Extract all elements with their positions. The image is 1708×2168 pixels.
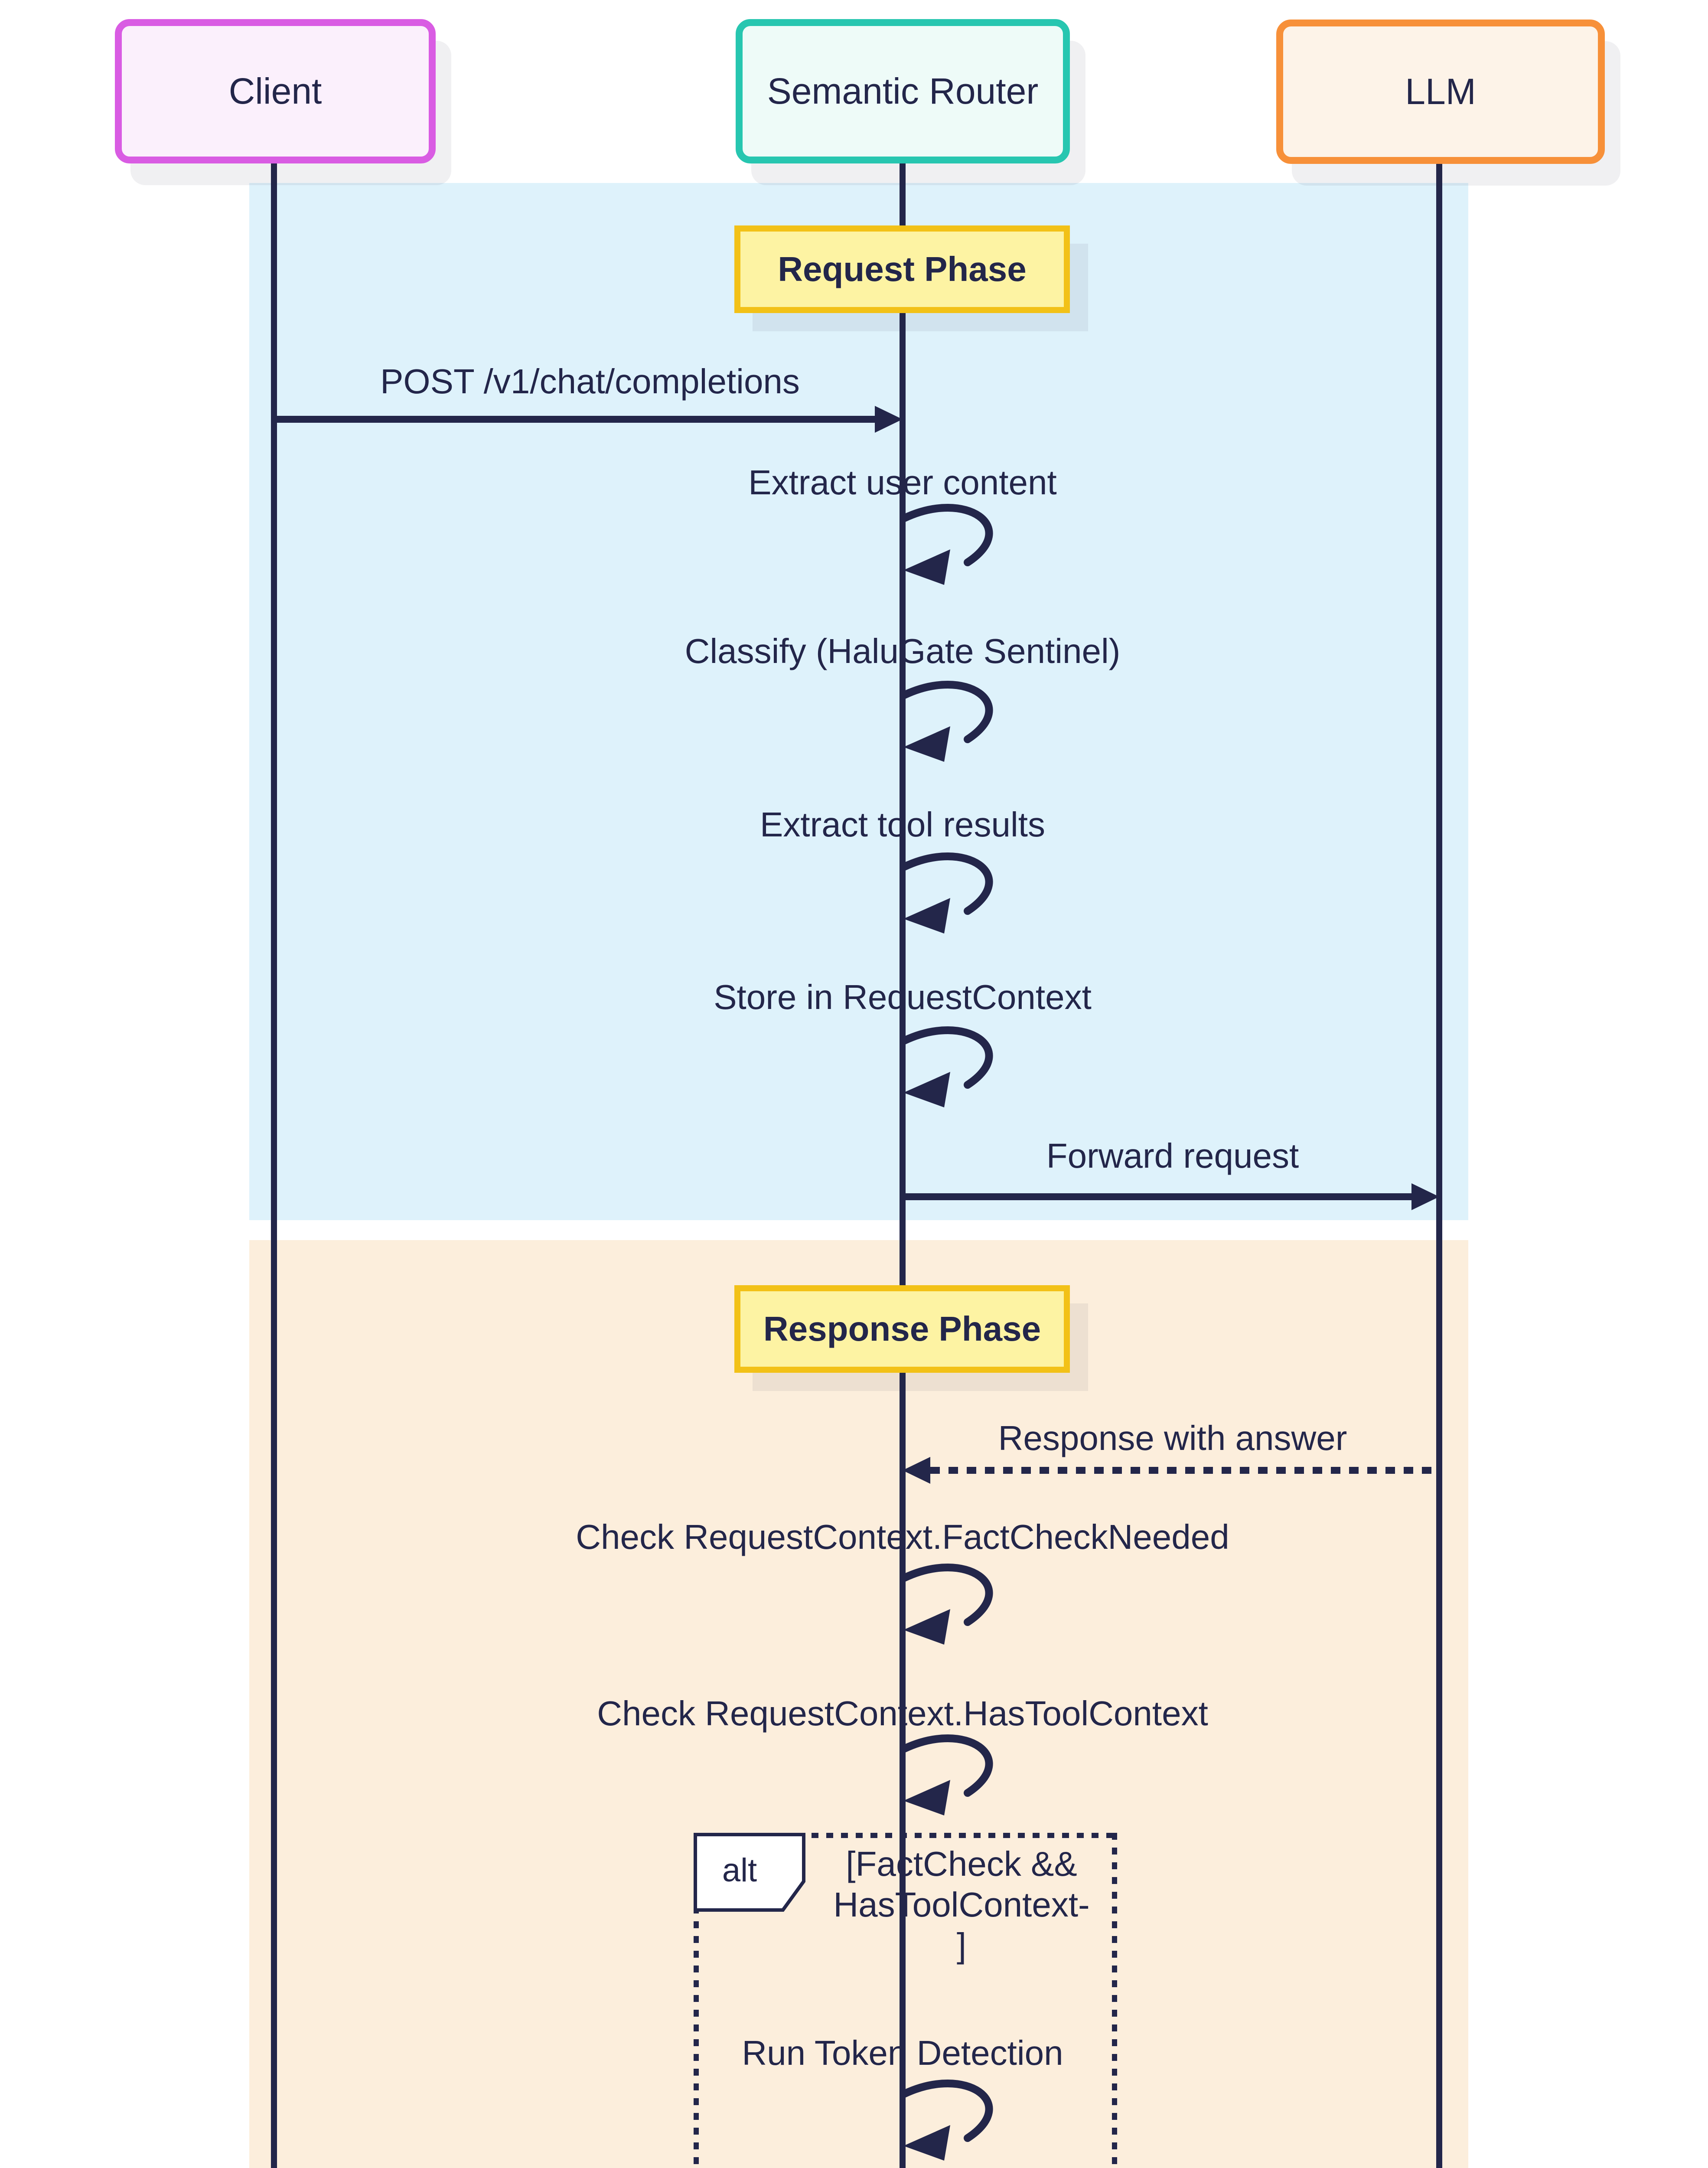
alt-frame-right xyxy=(1112,1833,1117,2168)
self-loop-icon xyxy=(902,678,1023,764)
actor-llm-top: LLM xyxy=(1276,20,1605,164)
message-store-context: Store in RequestContext xyxy=(714,978,1092,1016)
forward-arrowhead-icon xyxy=(1411,1183,1439,1210)
actor-llm-label: LLM xyxy=(1405,71,1476,112)
self-loop-icon xyxy=(902,2077,1023,2163)
forward-arrow-line xyxy=(903,1193,1411,1200)
self-loop-icon xyxy=(902,1561,1023,1647)
message-classify: Classify (HaluGate Sentinel) xyxy=(685,632,1121,670)
router-lifeline xyxy=(900,163,906,2168)
request-phase-note: Request Phase xyxy=(734,225,1070,313)
alt-frame-left xyxy=(694,1833,699,2168)
request-phase-band xyxy=(249,183,1468,1220)
self-loop-icon xyxy=(902,849,1023,936)
alt-label-shape xyxy=(694,1833,805,1912)
response-answer-arrowhead-icon xyxy=(903,1457,930,1484)
client-lifeline xyxy=(271,163,277,2168)
actor-client-label: Client xyxy=(228,71,322,111)
message-extract-tool: Extract tool results xyxy=(759,805,1046,844)
response-phase-note: Response Phase xyxy=(734,1285,1070,1373)
actor-router-label: Semantic Router xyxy=(767,71,1039,111)
self-loop-icon xyxy=(902,501,1023,588)
message-run-token: Run Token Detection xyxy=(742,2034,1063,2072)
message-check-toolcontext: Check RequestContext.HasToolContext xyxy=(597,1694,1208,1733)
actor-router-top: Semantic Router xyxy=(736,19,1070,163)
message-extract-user: Extract user content xyxy=(748,463,1057,502)
alt-label: alt xyxy=(722,1851,757,1889)
message-check-factcheck: Check RequestContext.FactCheckNeeded xyxy=(576,1518,1229,1556)
self-loop-icon xyxy=(902,1023,1023,1110)
message-response-answer: Response with answer xyxy=(998,1419,1347,1457)
message-post: POST /v1/chat/completions xyxy=(380,362,800,401)
actor-client-top: Client xyxy=(115,19,436,163)
response-phase-band xyxy=(249,1240,1468,2168)
post-arrowhead-icon xyxy=(875,406,903,433)
message-forward: Forward request xyxy=(1046,1136,1299,1175)
alt-condition-if: [FactCheck && HasToolContext- ] xyxy=(833,1845,1090,1965)
self-loop-icon xyxy=(902,1731,1023,1818)
response-answer-arrow-line xyxy=(930,1467,1439,1474)
post-arrow-line xyxy=(274,416,875,423)
llm-lifeline xyxy=(1436,163,1442,2168)
